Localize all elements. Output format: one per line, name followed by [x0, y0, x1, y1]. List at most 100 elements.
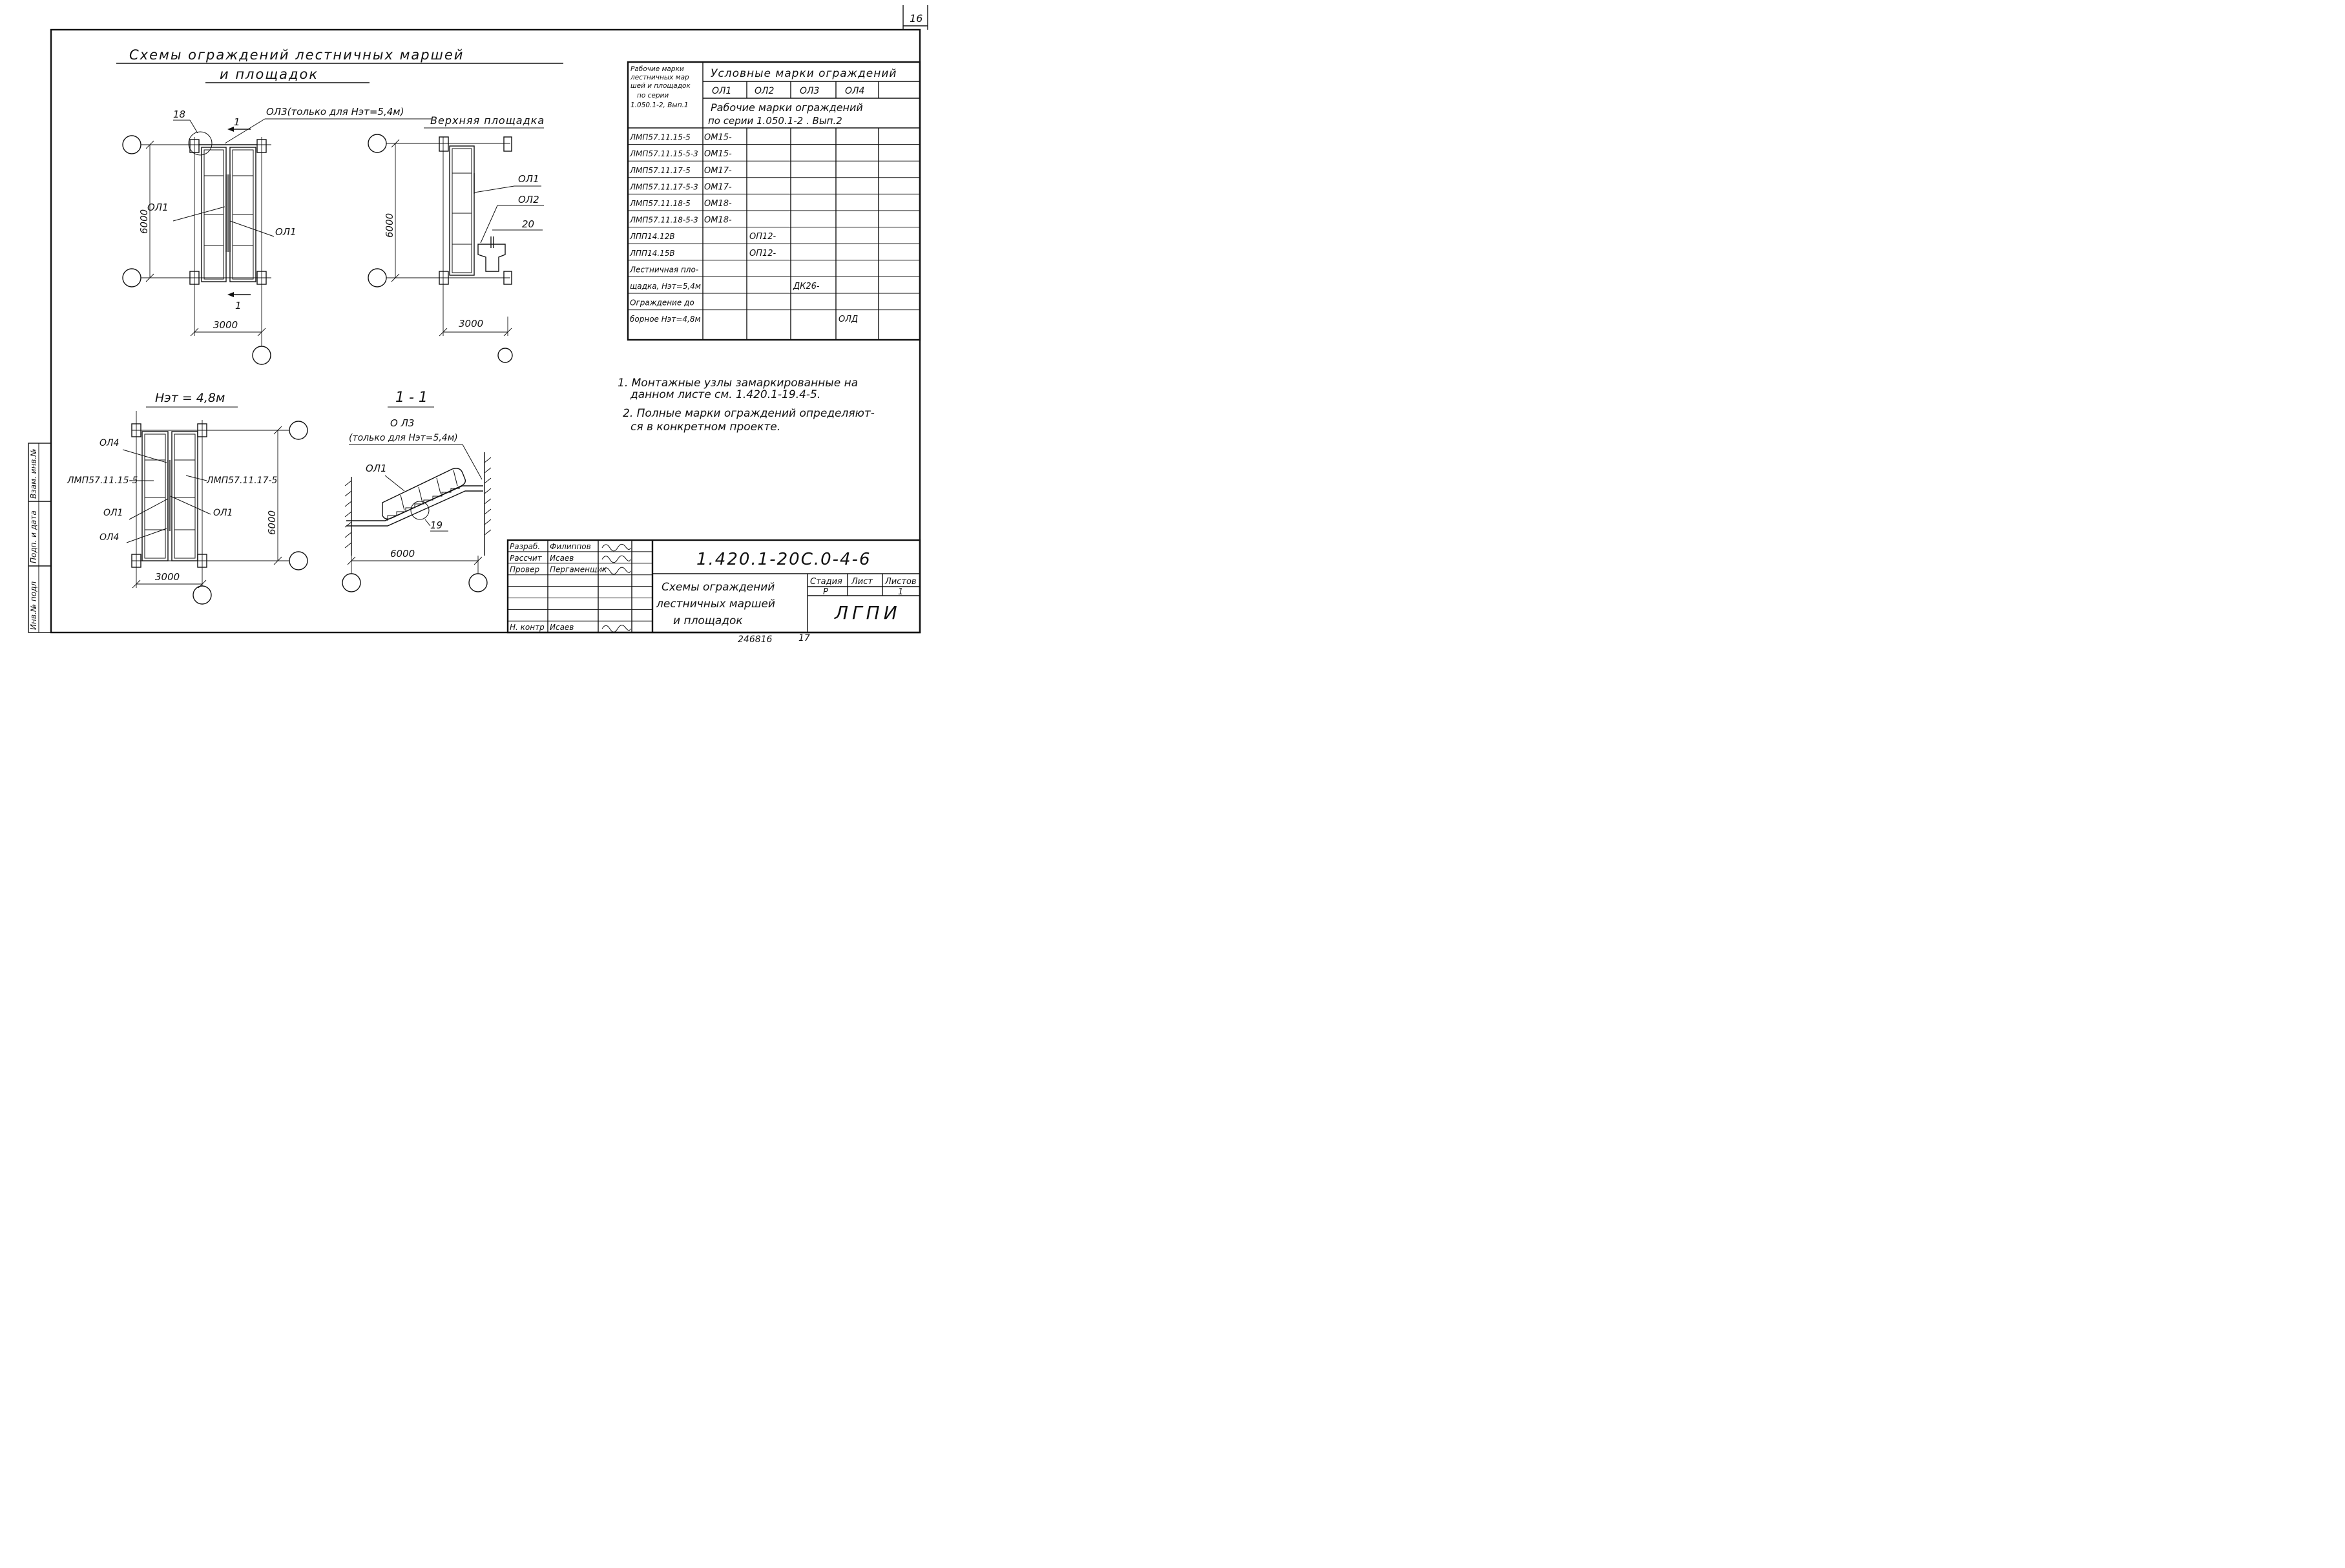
grid-axis-marker [289, 421, 308, 440]
plan3-heading: Нэт = 4,8м [155, 391, 225, 405]
doc-code: 1.420.1-20С.0-4-6 [696, 550, 871, 569]
grid-axis-marker [468, 573, 488, 592]
grid-axis-marker [368, 134, 387, 153]
title-line-2: и площадок [220, 67, 318, 82]
sheet-title-line-2: лестничных маршей [656, 598, 775, 611]
plan1-section-mark-bottom: 1 [235, 300, 242, 311]
title-block-role: Разраб. [510, 542, 540, 551]
grid-axis-marker [122, 268, 141, 287]
footer-code: 246816 [738, 634, 773, 645]
signature-mark [601, 543, 631, 552]
table-sub-header-1: Рабочие марки ограждений [711, 101, 863, 114]
title-block-name: Исаев [550, 623, 574, 632]
stage-value: Р [823, 587, 828, 597]
grid-axis-marker [289, 551, 308, 570]
table-row-name: щадка, Нэт=5,4м [630, 282, 701, 291]
section-heading: 1 - 1 [395, 390, 428, 406]
note-1-line-1: 1. Монтажные узлы замаркированные на [618, 377, 858, 390]
title-block-role: Н. контр [510, 623, 545, 632]
side-stamp-inv-podl: Инв.№ подл [29, 581, 38, 630]
table-row-name: ЛМП57.11.17-5-3 [629, 182, 698, 191]
plan1-label-ol1-left: ОЛ1 [147, 202, 169, 213]
table-cell: ОМ17- [704, 182, 732, 192]
plan2-dim-3000: 3000 [459, 318, 483, 329]
grid-axis-marker [193, 585, 212, 605]
grid-axis-marker [497, 348, 513, 363]
table-corner-header: Рабочие марки лестничных мар шей и площа… [630, 65, 693, 109]
plan2-label-ol2: ОЛ2 [518, 194, 539, 205]
table-row-name: Лестничная пло- [629, 265, 698, 274]
col-stage: Стадия [810, 577, 842, 587]
organization: ЛГПИ [834, 602, 901, 623]
table-cell: ОМ17- [704, 166, 732, 176]
col-sheet: Лист [851, 577, 873, 587]
plan1-label-ol3: ОЛ3(только для Нэт=5,4м) [266, 106, 404, 118]
plan3-label-ol4-top: ОЛ4 [99, 438, 119, 448]
plan2-node-20: 20 [522, 218, 534, 230]
sheet-title-line-3: и площадок [673, 614, 743, 627]
plan3-dim-6000: 6000 [266, 510, 278, 535]
note-2-line-2: ся в конкретном проекте. [631, 421, 780, 434]
table-cell: ОЛД [839, 315, 858, 324]
table-row-name: борное Нэт=4,8м [630, 315, 701, 324]
sheet-title-line-1: Схемы ограждений [662, 581, 775, 594]
col-sheets: Листов [884, 577, 917, 587]
plan1-dim-3000: 3000 [213, 319, 238, 331]
page-number: 16 [910, 12, 922, 25]
main-title: Схемы ограждений лестничных маршей и пло… [116, 47, 563, 83]
title-block-name: Филиппов [550, 542, 591, 551]
grid-axis-marker [252, 346, 271, 365]
signature-mark [601, 555, 631, 563]
section-1-1: 1 - 1 О Л3 (только для Нэт=5,4м) ОЛ1 19 [342, 390, 492, 592]
table-cell: ОМ15- [704, 133, 732, 143]
title-block-name: Исаев [550, 554, 574, 563]
plan3-label-lmp-left: ЛМП57.11.15-5 [67, 476, 138, 486]
plan3-label-ol4-bottom: ОЛ4 [99, 532, 119, 543]
plan-top-landing: Верхняя площадка 6000 3000 ОЛ1 ОЛ2 [368, 114, 545, 363]
section-label-ol3: О Л3 [390, 417, 414, 429]
plan1-dim-6000: 6000 [138, 209, 150, 234]
plan3-label-ol1-left: ОЛ1 [103, 508, 123, 518]
plan2-label-ol1: ОЛ1 [518, 173, 539, 185]
table-col-mark-ol1: ОЛ1 [712, 86, 731, 96]
table-row-name: ЛМП57.11.17-5 [629, 166, 691, 175]
table-cell: ОП12- [749, 232, 776, 242]
table-cell: ДК26- [793, 282, 820, 291]
section-label-ol3-note: (только для Нэт=5,4м) [349, 433, 458, 443]
sheets-value: 1 [898, 587, 903, 597]
plan3-label-ol1-right: ОЛ1 [213, 508, 233, 518]
table-col-mark-ol3: ОЛ3 [800, 86, 819, 96]
side-stamp-podp-data: Подп. и дата [29, 510, 38, 563]
title-block-role: Рассчит [510, 554, 543, 563]
sheet-frame: 16 [50, 5, 928, 634]
title-block-role: Провер [510, 565, 539, 574]
title-line-1: Схемы ограждений лестничных маршей [129, 47, 464, 63]
table-row-name: ЛМП57.11.18-5 [629, 199, 691, 208]
plan2-dim-6000: 6000 [384, 213, 395, 238]
grid-axis-marker [342, 573, 361, 592]
plan2-heading: Верхняя площадка [430, 114, 545, 127]
table-col-mark-ol4: ОЛ4 [845, 86, 864, 96]
side-stamp: Инв.№ подл Подп. и дата Взам. инв.№ [28, 443, 52, 633]
table-cell: ОП12- [749, 249, 776, 258]
table-row-name: Ограждение до [630, 298, 694, 308]
marks-table: Рабочие марки лестничных мар шей и площа… [627, 61, 921, 341]
table-row-name: ЛМП57.11.15-5 [629, 133, 691, 142]
table-row-name: ЛМП57.11.18-5-3 [629, 216, 698, 225]
table-row-name: ЛПП14.12В [629, 232, 675, 241]
table-sub-header-2: по серии 1.050.1-2 . Вып.2 [708, 115, 842, 127]
grid-axis-marker [122, 135, 141, 154]
plan1-section-mark-top: 1 [234, 116, 240, 128]
section-dim-6000: 6000 [390, 548, 415, 559]
plan-typical-floor: 6000 3000 18 ОЛ3(только для Нэт=5,4м) 1 … [122, 106, 432, 365]
plan1-label-ol1-right: ОЛ1 [275, 226, 297, 238]
signature-mark [601, 567, 631, 575]
table-group-header: Условные марки ограждений [711, 67, 897, 80]
table-cell: ОМ15- [704, 149, 732, 159]
signature-mark [601, 625, 631, 632]
plan-floor-4-8m: Нэт = 4,8м 6000 3000 ОЛ4 ЛМП5 [67, 391, 308, 605]
title-block-name: Пергаменщик [550, 565, 607, 574]
note-1-line-2: данном листе см. 1.420.1-19.4-5. [630, 388, 820, 401]
